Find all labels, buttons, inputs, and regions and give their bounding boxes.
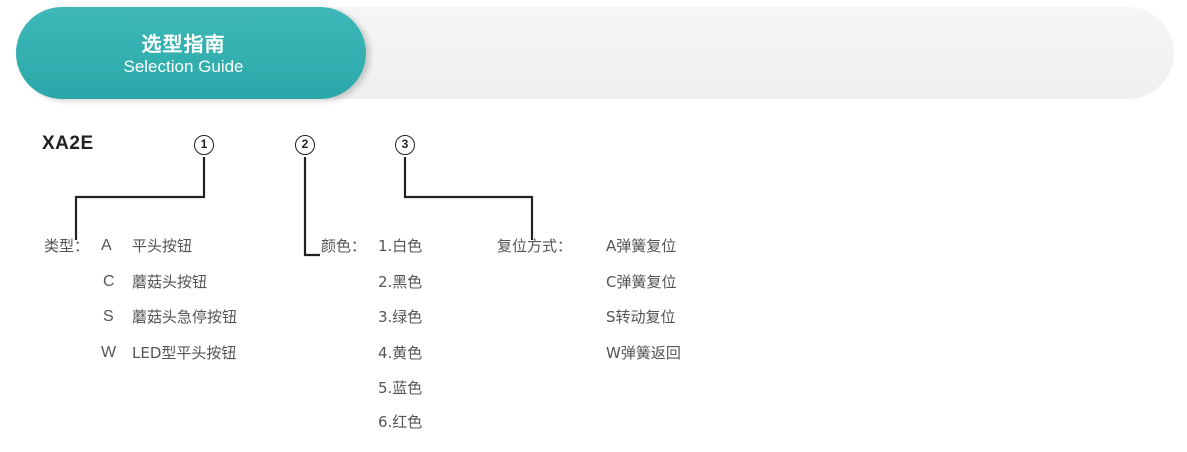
connector-1 xyxy=(74,157,206,240)
color-item-2: 2.黑色 xyxy=(378,273,423,291)
header-title-pill: 选型指南 Selection Guide xyxy=(16,7,366,99)
type-desc-a: 平头按钮 xyxy=(132,237,193,255)
color-item-6: 6.红色 xyxy=(378,413,423,431)
type-code-w: W xyxy=(101,344,117,361)
color-item-1: 1.白色 xyxy=(378,237,423,255)
type-desc-w: LED型平头按钮 xyxy=(132,344,237,362)
reset-label: 复位方式： xyxy=(497,237,573,255)
type-desc-c: 蘑菇头按钮 xyxy=(132,273,208,291)
connector-2 xyxy=(303,157,320,257)
type-label: 类型： xyxy=(44,237,90,255)
reset-item-w: W弹簧返回 xyxy=(606,344,681,362)
reset-item-a: A弹簧复位 xyxy=(606,237,677,255)
marker-3: 3 xyxy=(395,135,415,155)
header-title-zh: 选型指南 xyxy=(141,32,226,56)
color-item-3: 3.绿色 xyxy=(378,308,423,326)
type-desc-s: 蘑菇头急停按钮 xyxy=(132,308,238,326)
reset-item-c: C弹簧复位 xyxy=(606,273,677,291)
color-item-5: 5.蓝色 xyxy=(378,379,423,397)
marker-1: 1 xyxy=(194,135,214,155)
type-code-s: S xyxy=(103,308,114,325)
connector-3 xyxy=(403,157,534,240)
header-title-en: Selection Guide xyxy=(123,57,244,76)
color-item-4: 4.黄色 xyxy=(378,344,423,362)
type-code-a: A xyxy=(101,237,112,254)
color-label: 颜色： xyxy=(321,237,367,255)
type-code-c: C xyxy=(103,273,115,290)
reset-item-s: S转动复位 xyxy=(606,308,676,326)
marker-2: 2 xyxy=(295,135,315,155)
model-code: XA2E xyxy=(42,133,94,154)
